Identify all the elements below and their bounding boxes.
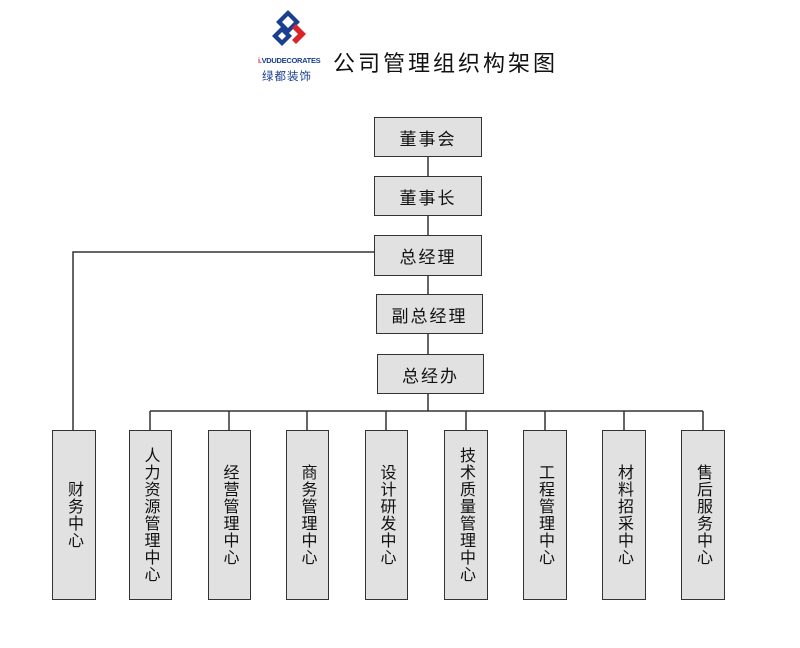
node-hr-center: 人力资源管理中心	[129, 430, 172, 600]
node-board: 董事会	[374, 117, 482, 157]
node-deputy-general-manager: 副总经理	[376, 294, 483, 334]
company-logo: i.VDUDECORATES 绿都装饰	[258, 8, 321, 83]
node-procurement-center: 材料招采中心	[602, 430, 646, 600]
brand-english-name: i.VDUDECORATES	[258, 56, 321, 65]
node-engineering-center: 工程管理中心	[523, 430, 567, 600]
node-finance-center: 财务中心	[52, 430, 96, 600]
node-design-center: 设计研发中心	[365, 430, 408, 600]
line-gm-finance	[72, 251, 374, 430]
node-business-center: 商务管理中心	[286, 430, 329, 600]
node-gm-office: 总经办	[377, 354, 484, 394]
node-quality-center: 技术质量管理中心	[444, 430, 488, 600]
node-general-manager: 总经理	[374, 235, 482, 276]
node-aftersales-center: 售后服务中心	[681, 430, 725, 600]
node-operations-center: 经营管理中心	[208, 430, 251, 600]
vdu-logo-icon	[272, 10, 306, 46]
chart-title: 公司管理组织构架图	[333, 52, 559, 77]
node-chairman: 董事长	[374, 176, 482, 216]
brand-chinese-name: 绿都装饰	[262, 69, 312, 83]
